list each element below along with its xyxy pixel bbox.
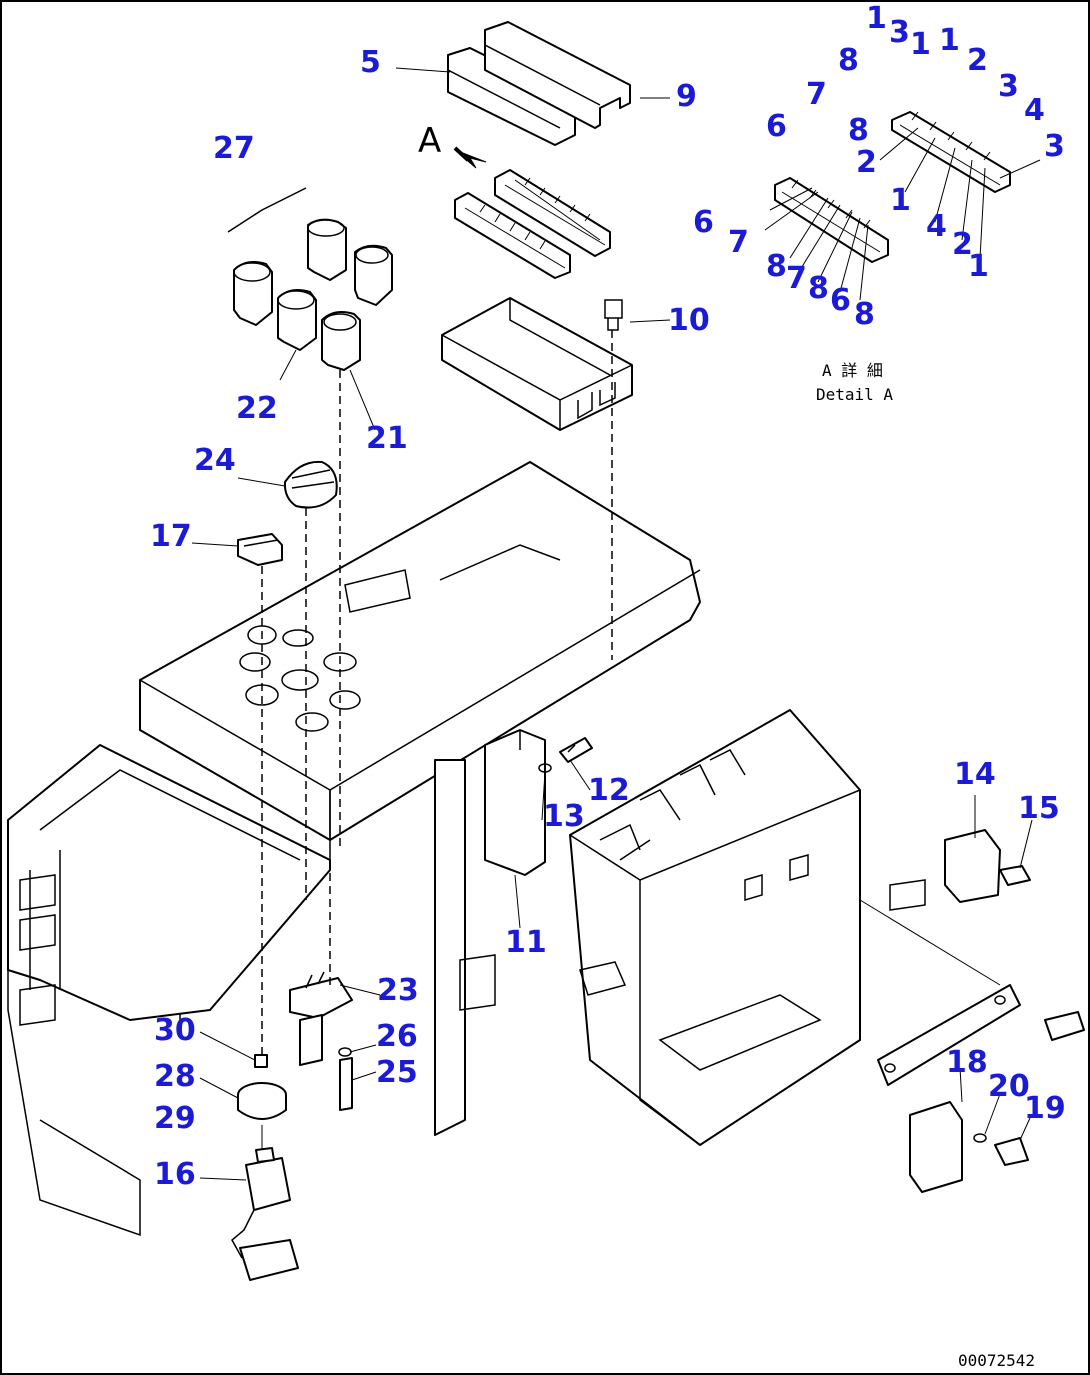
detail-a-label: 1 <box>968 249 989 284</box>
fuse-block-upper <box>494 169 611 257</box>
detail-a-label: 8 <box>808 271 829 306</box>
part-17-knob <box>237 533 283 566</box>
part-16-switch <box>231 1147 299 1281</box>
detail-a-label: 8 <box>848 113 869 148</box>
part-27-switch-b <box>354 244 393 306</box>
callout-15: 15 <box>1018 791 1060 826</box>
callout-5: 5 <box>360 45 381 80</box>
detail-a-caption-jp: A 詳 細 <box>822 361 883 380</box>
detail-a-label: 1 <box>866 1 887 36</box>
view-letter-a: A <box>418 121 441 161</box>
part-30-nut <box>254 1054 268 1068</box>
callout-29: 29 <box>154 1101 196 1136</box>
detail-a-fuse-blocks <box>764 111 1041 301</box>
detail-a-label: 1 <box>890 183 911 218</box>
detail-a-label: 1 <box>939 23 960 58</box>
callout-20: 20 <box>988 1069 1030 1104</box>
electrical-case <box>569 709 861 1146</box>
fuse-block-lower <box>454 192 571 279</box>
part-11-bracket <box>484 729 546 876</box>
part-19-bolt <box>994 1137 1029 1166</box>
callout-26: 26 <box>376 1019 418 1054</box>
detail-a-label: 3 <box>1044 129 1065 164</box>
callout-9: 9 <box>676 79 697 114</box>
callout-14: 14 <box>954 757 996 792</box>
detail-a-label: 3 <box>998 69 1019 104</box>
callout-28: 28 <box>154 1059 196 1094</box>
part-26-washer <box>338 1047 352 1057</box>
detail-a-label: 1 <box>910 27 931 62</box>
detail-a-label: 8 <box>838 43 859 78</box>
detail-a-label: 6 <box>693 205 714 240</box>
detail-a-label: 2 <box>952 227 973 262</box>
part-15-bolt <box>999 865 1031 886</box>
part-27-switch-a <box>307 218 347 281</box>
callout-22: 22 <box>236 391 278 426</box>
part-20-washer <box>973 1133 987 1143</box>
part-12-bolt <box>559 737 593 763</box>
part-27-bracket-line <box>227 187 307 233</box>
detail-a-label: 7 <box>806 77 827 112</box>
detail-a-label: 4 <box>1024 93 1045 128</box>
detail-a-label: 2 <box>967 43 988 78</box>
detail-a-label: 2 <box>856 145 877 180</box>
part-27-switch-c <box>233 261 273 326</box>
view-arrow-a: A <box>418 121 487 169</box>
part-25-bolt <box>339 1057 353 1111</box>
callout-23: 23 <box>377 973 419 1008</box>
part-18-bracket <box>877 984 1021 1086</box>
callout-25: 25 <box>376 1055 418 1090</box>
callout-18: 18 <box>946 1045 988 1080</box>
callout-16: 16 <box>154 1157 196 1192</box>
bracket-bolt <box>1044 1011 1085 1041</box>
center-vertical-bracket <box>434 759 496 1136</box>
part-24-knob <box>283 460 338 509</box>
detail-a-label: 6 <box>830 283 851 318</box>
detail-a-label: 7 <box>786 261 807 296</box>
drawing-code: 00072542 <box>958 1351 1035 1370</box>
callout-19: 19 <box>1024 1091 1066 1126</box>
part-22-switch <box>277 289 317 351</box>
detail-a-label: 8 <box>766 249 787 284</box>
detail-a-label: 6 <box>766 109 787 144</box>
detail-a-caption-en: Detail A <box>816 385 893 404</box>
callout-11: 11 <box>505 925 547 960</box>
console-frame <box>7 461 701 1237</box>
part-28-knob <box>237 1082 287 1120</box>
part-10-cover-box <box>441 297 633 431</box>
callout-21: 21 <box>366 421 408 456</box>
callout-30: 30 <box>154 1013 196 1048</box>
part-9-cover <box>484 21 631 129</box>
detail-a-label: 4 <box>926 209 947 244</box>
callout-17: 17 <box>150 519 192 554</box>
callout-12: 12 <box>588 773 630 808</box>
detail-a-label: 8 <box>854 297 875 332</box>
detail-a-label: 3 <box>889 15 910 50</box>
callout-13: 13 <box>543 799 585 834</box>
part-14-relay <box>889 829 1001 911</box>
alignment-lines <box>261 330 1001 1150</box>
callout-27: 27 <box>213 131 255 166</box>
callout-leaders <box>191 67 1033 1181</box>
detail-a-label: 7 <box>728 225 749 260</box>
part-18-resistor <box>909 1101 963 1193</box>
callout-10: 10 <box>668 303 710 338</box>
callout-24: 24 <box>194 443 236 478</box>
part-21-switch <box>321 311 361 371</box>
